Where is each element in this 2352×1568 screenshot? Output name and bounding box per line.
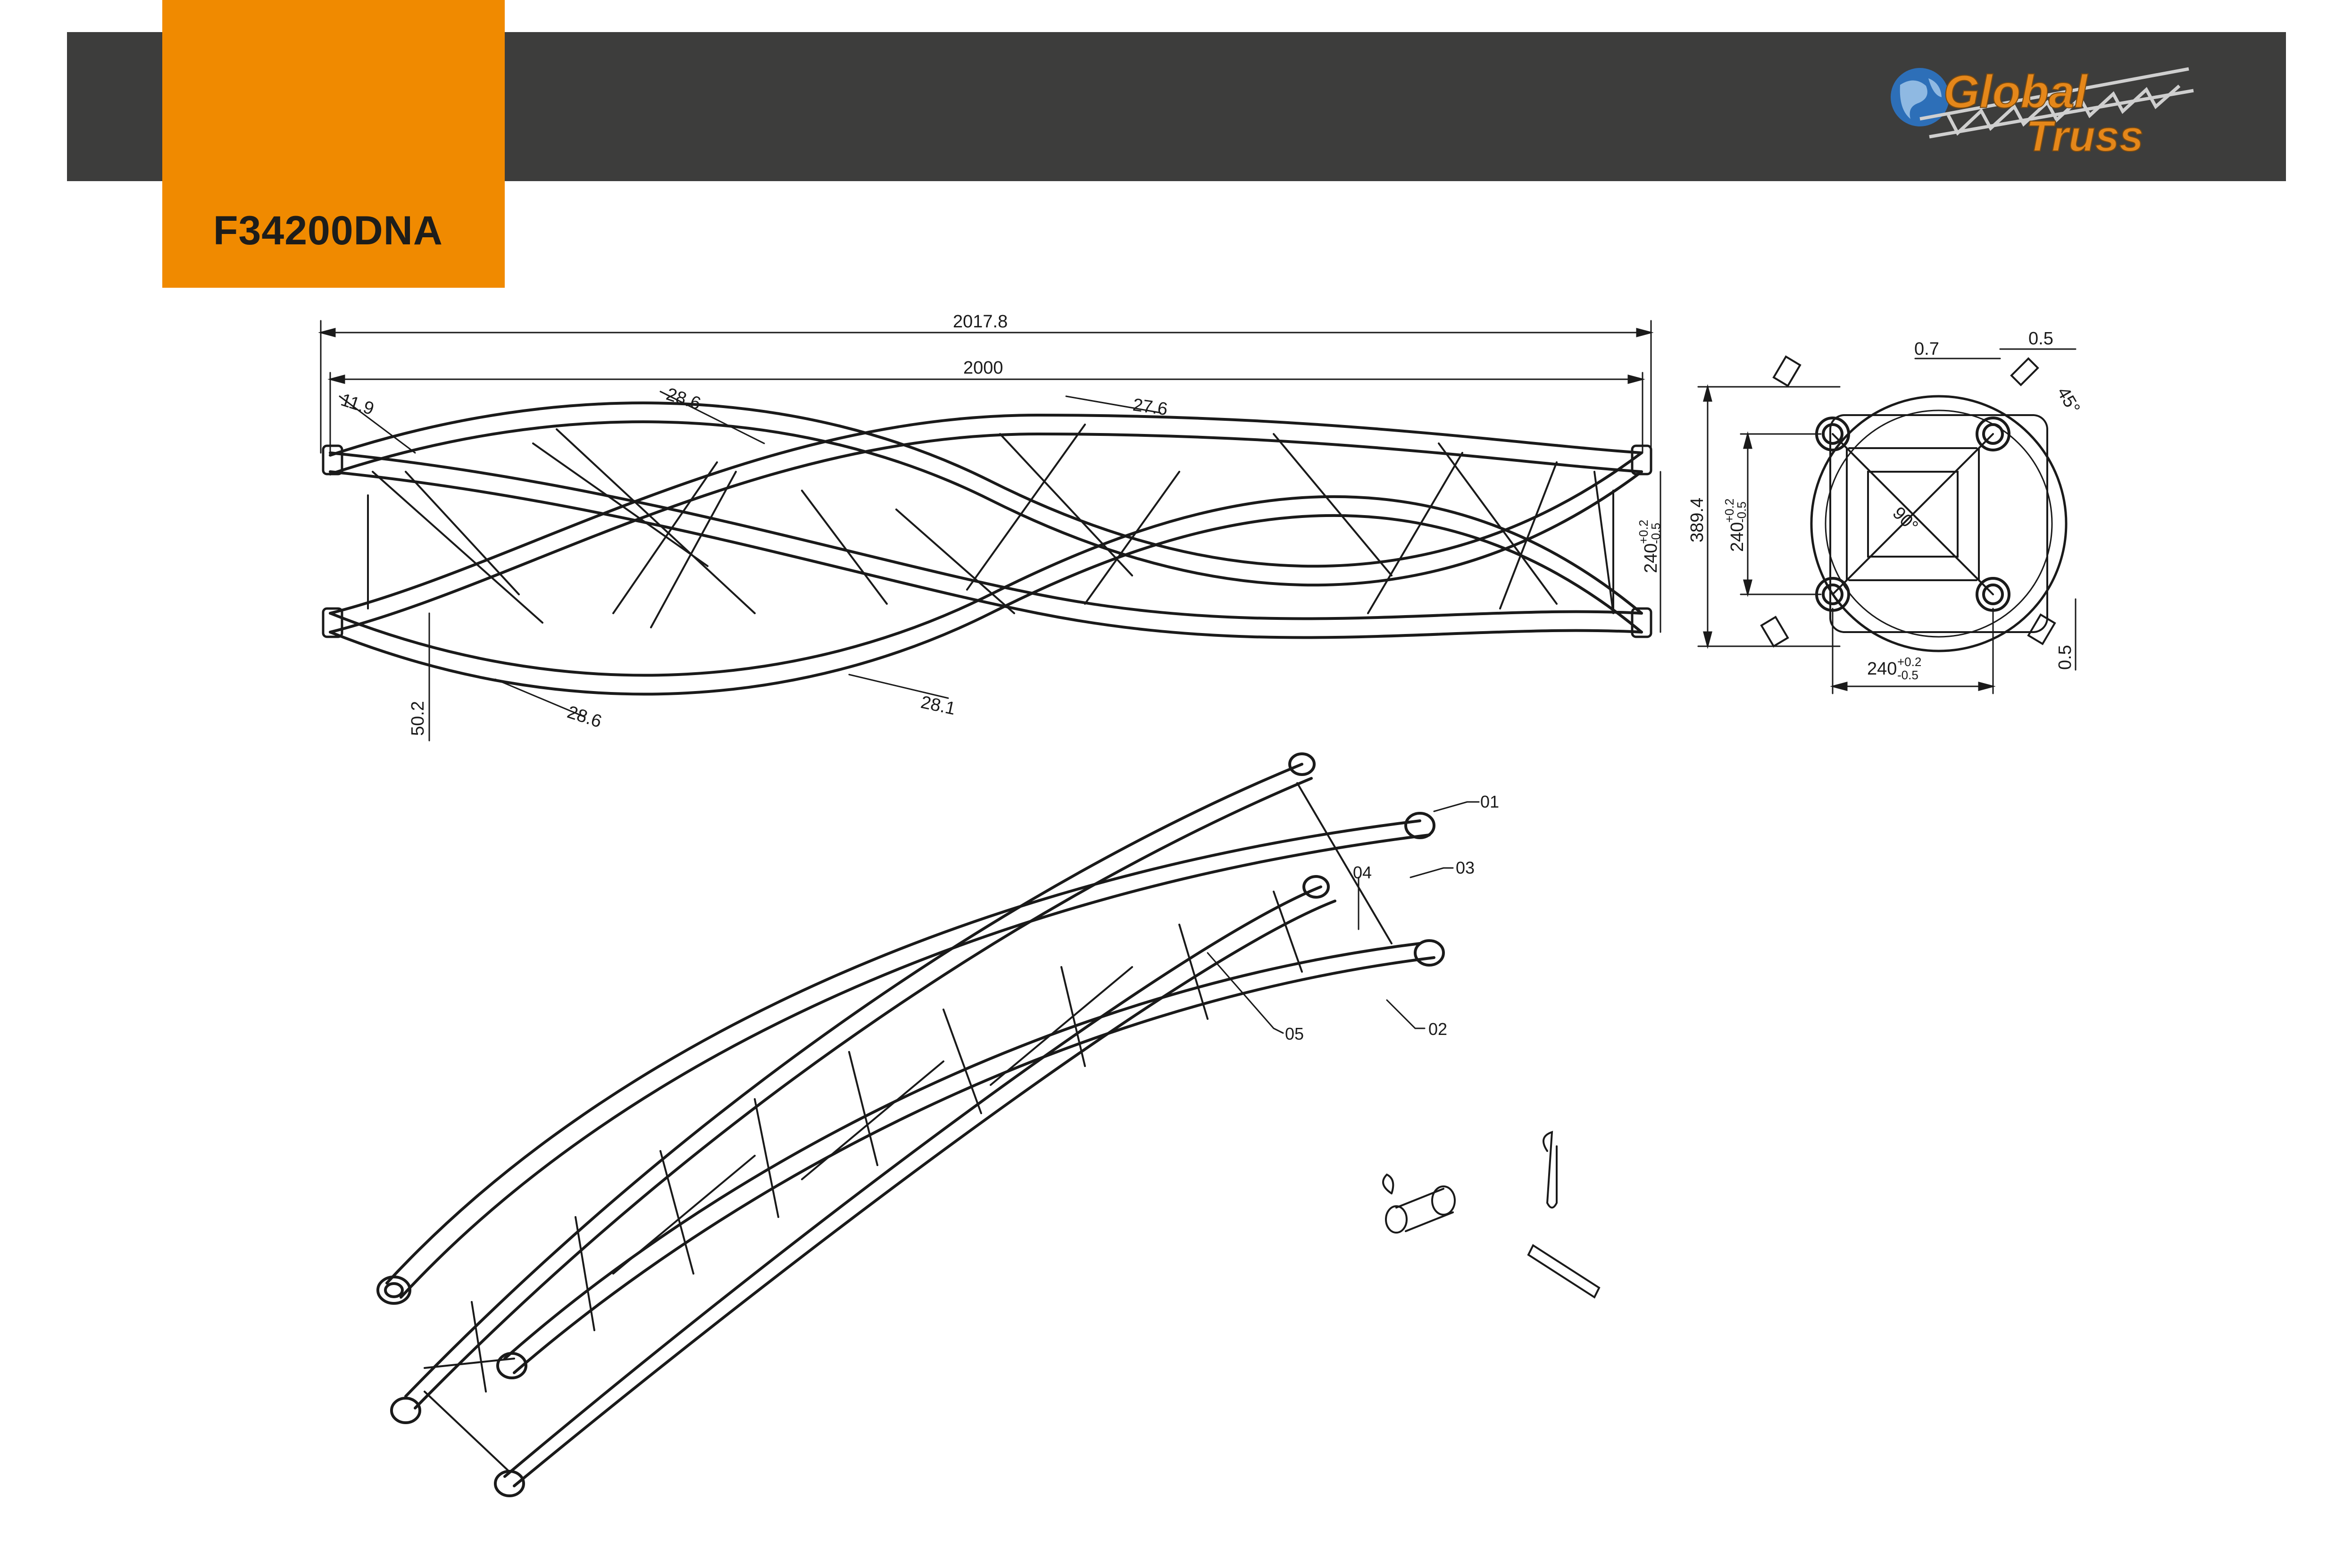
callout-02: 02 [1428,1019,1447,1039]
dim-width-plus: +0.2 [1897,655,1921,669]
braces [367,424,1614,628]
end-chords [1815,417,2010,612]
end-couplers [322,444,1652,638]
dim-chord-spacing-plus: +0.2 [1636,520,1651,544]
callout-leaders [1207,801,1480,1034]
dim-top-right: 0.5 [2028,329,2053,349]
small-dim-lines [339,391,1661,742]
end-braces [1832,433,1994,595]
globe-icon [1891,68,1949,126]
end-pins [1760,355,2056,648]
model-code: F34200DNA [213,208,443,253]
dim-tube-bottom-mid: 28.1 [919,692,957,719]
dim-length: 2000 [963,358,1003,378]
dim-height-plus: +0.2 [1722,499,1736,523]
dim-tube-top-mid: 27.6 [1132,395,1169,419]
dim-height-minus: -0.5 [1735,501,1749,523]
spigot-coupler [1382,1173,1456,1234]
dim-width: 240 [1867,659,1897,679]
dim-overall-line [318,320,1654,454]
end-dim-height: 240 +0.2 -0.5 [1722,499,1749,552]
iso-tubes [385,763,1435,1487]
side-dim-spacing: 240 +0.2 -0.5 [1636,520,1663,573]
dim-overall: 2017.8 [953,312,1008,332]
side-view: 2017.8 2000 [318,312,1663,742]
model-tab [162,0,505,288]
dim-overall-height: 389.4 [1687,498,1707,542]
dim-chord-spacing: 240 [1641,543,1661,573]
dim-top-gap: 0.7 [1914,339,1939,359]
brand-line1: Global [1943,66,2088,117]
dim-height: 240 [1727,522,1747,552]
conical-pin [1527,1244,1601,1299]
iso-couplers [376,752,1445,1497]
dim-tube-top-left: 28.6 [664,384,703,414]
callout-05: 05 [1285,1024,1304,1043]
dim-tube-bottom-left: 28.6 [565,702,604,732]
dim-right-gap: 0.5 [2055,645,2075,670]
end-dim-lines [1697,348,2077,694]
dim-brace-offset: 50.2 [408,701,428,736]
brand-line2: Truss [2026,112,2143,160]
dim-end-offset: 11.9 [338,390,376,419]
helix-tubes [329,401,1643,696]
callout-03: 03 [1456,858,1475,877]
truss-icon [1919,67,2194,139]
dim-chord-spacing-minus: -0.5 [1649,523,1663,544]
end-view: 0.7 0.5 45° 90° 389.4 240 +0.2 -0.5 240 … [1687,329,2084,694]
r-clip [1543,1131,1558,1209]
iso-braces [424,782,1393,1473]
isometric-view [376,752,1601,1497]
dim-center-angle: 90° [1889,503,1922,536]
callout-04: 04 [1353,863,1372,882]
callout-01: 01 [1480,792,1499,811]
brand-logo: Global Truss [1891,65,2194,160]
dim-width-minus: -0.5 [1897,668,1918,682]
dim-angle: 45° [2053,384,2084,417]
